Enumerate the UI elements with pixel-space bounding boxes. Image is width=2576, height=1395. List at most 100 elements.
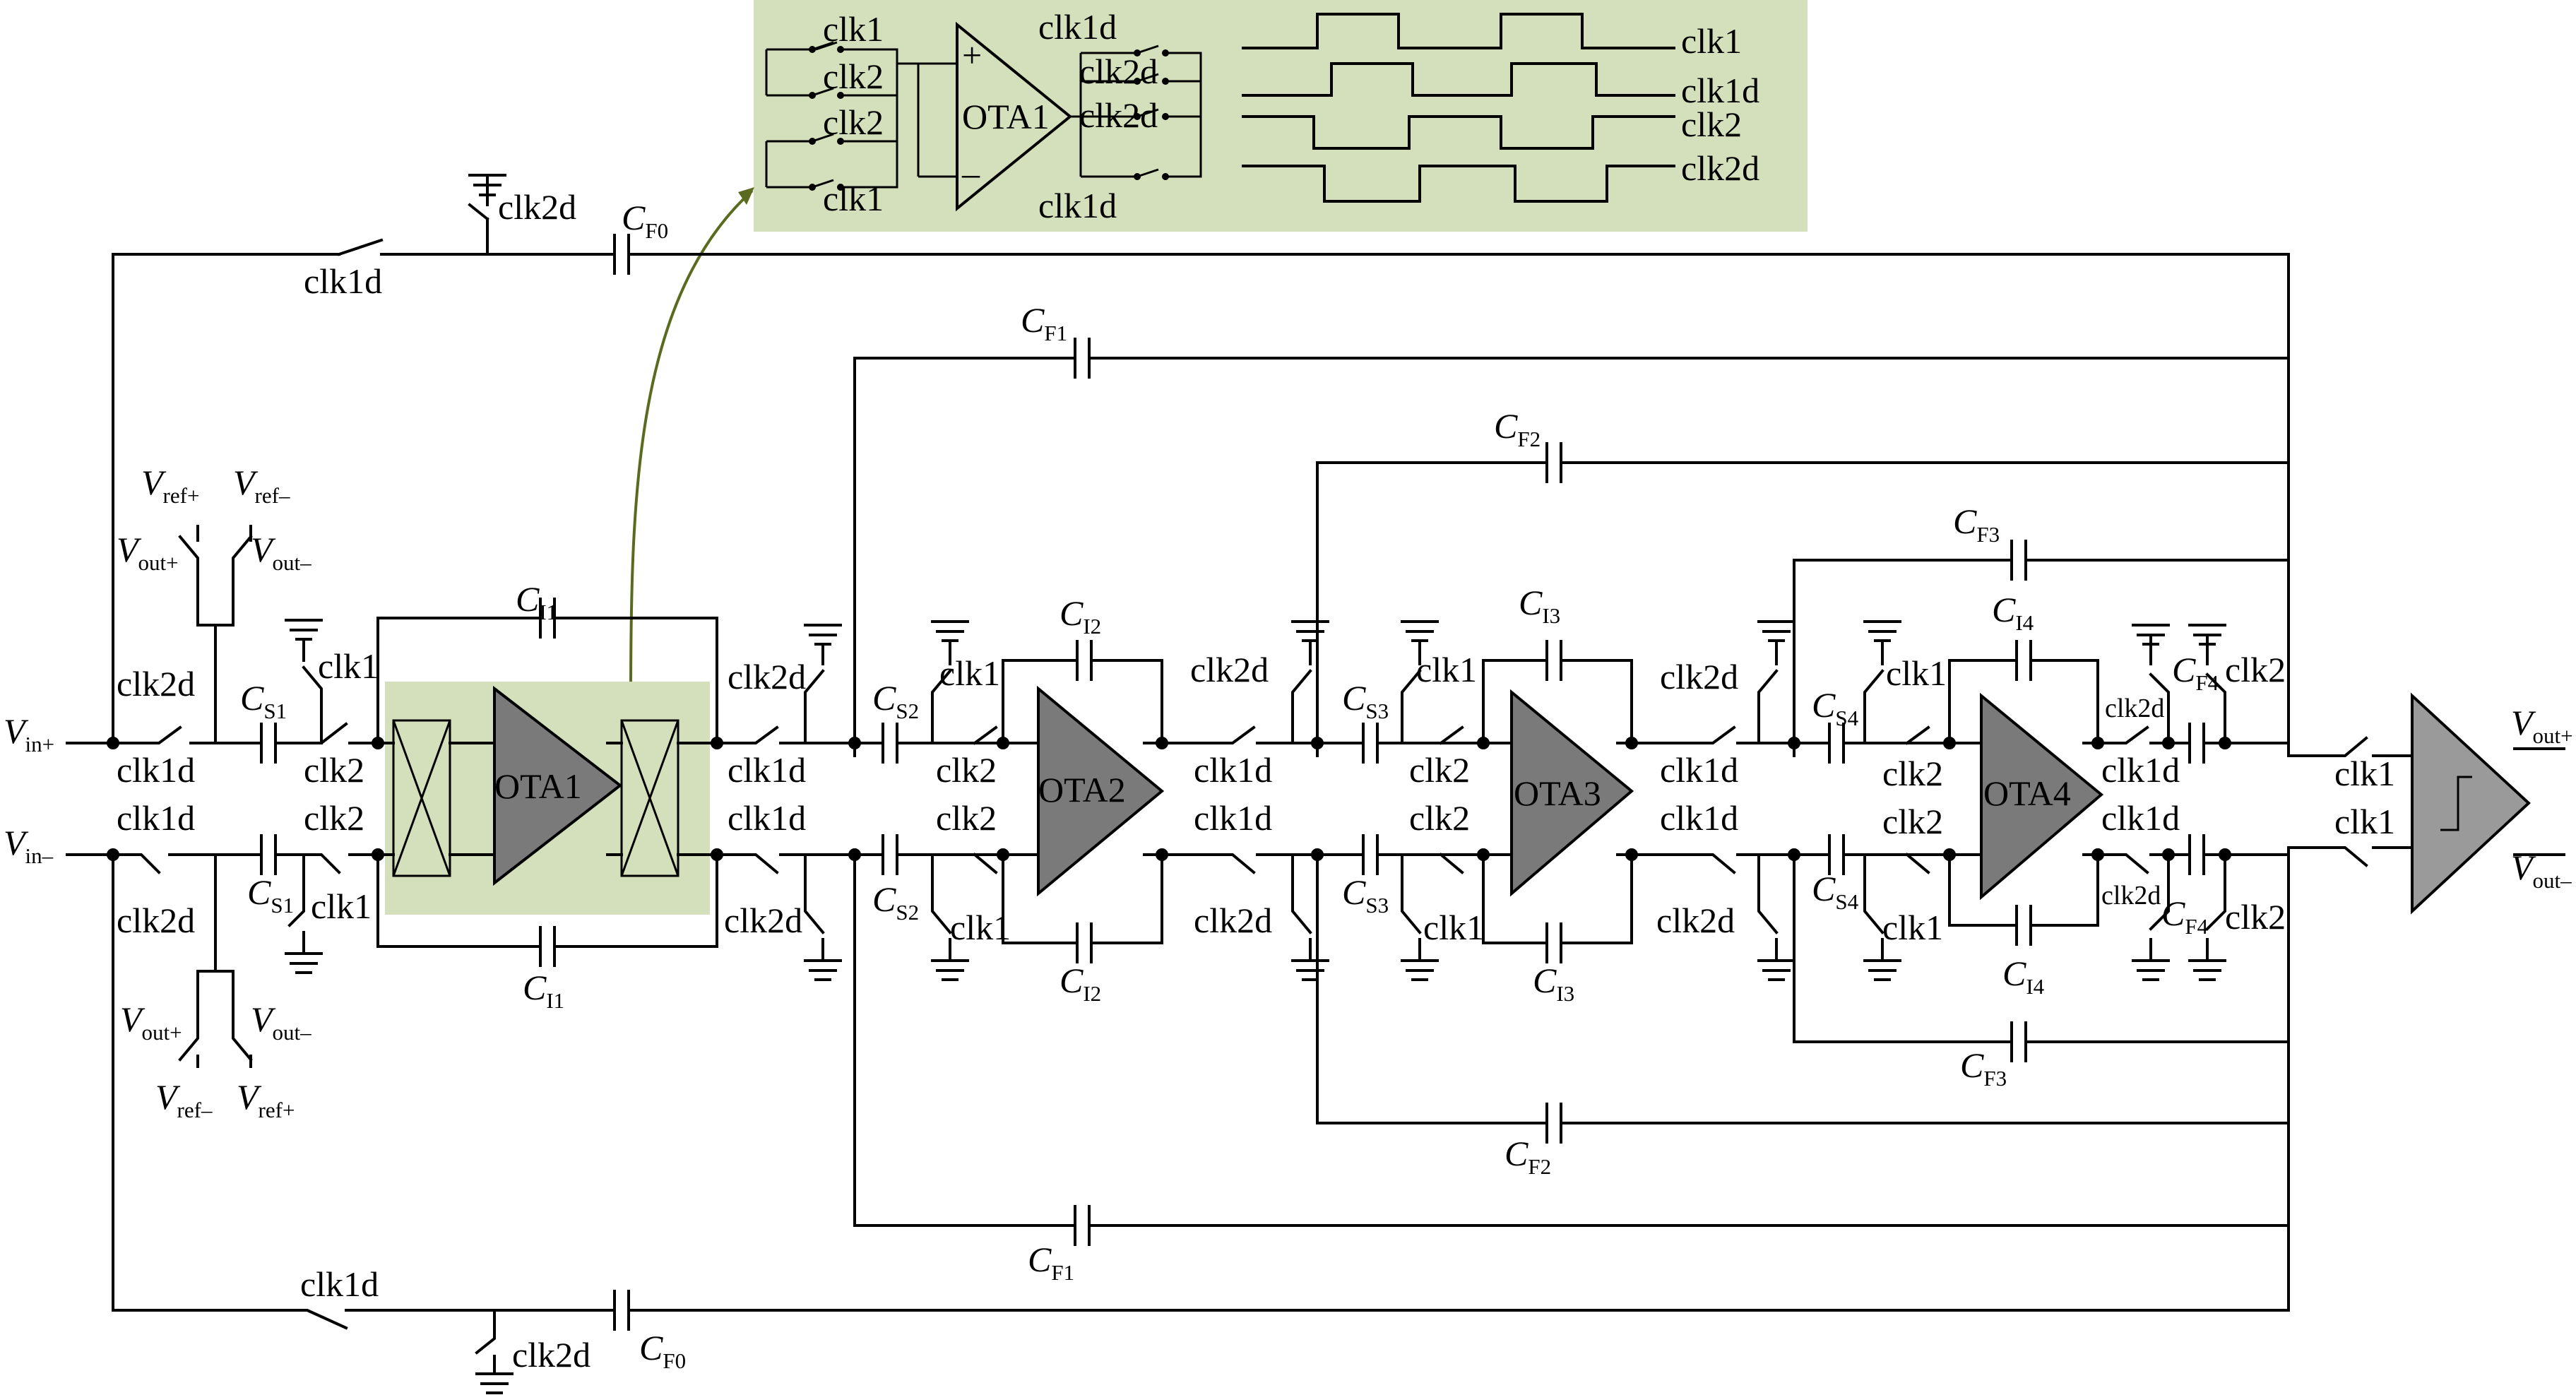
vout-plus-label: Vout+: [2511, 703, 2573, 748]
clk-label-clk1d-cf0-top: clk1d: [304, 261, 382, 301]
inset-minus-sign: –: [961, 153, 980, 193]
clk-label-s3o-bottom-clk2d: clk2d: [1656, 901, 1735, 940]
cap-ci3-bottom-label: CI3: [1533, 961, 1574, 1006]
clk-label-s4o-top-clk2d: clk2d: [2105, 694, 2164, 723]
clk-label-s3-bottom-clk2: clk2: [1409, 798, 1470, 838]
inset-ota-symbol: [956, 21, 1073, 212]
cap-cf1-bottom-label: CF1: [1028, 1240, 1074, 1285]
ota2-symbol: [1037, 685, 1165, 897]
ota4-symbol: [1980, 692, 2104, 901]
ota1-label: OTA1: [494, 766, 582, 806]
clk-label-comp-bottom-clk1: clk1: [2334, 802, 2395, 841]
cap-cs4-bottom-label: CS4: [1812, 869, 1859, 914]
cap-ci2-bottom-label: CI2: [1060, 961, 1101, 1006]
clk-label-s4-bottom-clk1: clk1: [1882, 908, 1943, 947]
feedback-network: [112, 174, 2290, 1394]
clk-label-s3-top-clk2: clk2: [1409, 750, 1470, 790]
clk-label-clk2d-cf0-top: clk2d: [498, 187, 576, 227]
clk-label-s1-bottom-clk1d: clk1d: [728, 798, 806, 838]
inset-callout-arrowhead: [738, 187, 754, 205]
inset-ota-label: OTA1: [962, 97, 1050, 136]
inset-switch-label-r4: clk1d: [1038, 186, 1117, 225]
vref-plus-top-label: Vref+: [141, 463, 199, 508]
clk-label-s2-bottom-clk1: clk1: [950, 908, 1011, 947]
clk-label-s4-top-clk2: clk2: [1882, 754, 1943, 793]
inset-panel: OTA1 + – clk1 clk2 clk2 clk1 clk1d clk2d: [754, 0, 1808, 232]
signal-path: [66, 525, 2565, 1068]
clk-label-in-top-clk2d: clk2d: [117, 664, 195, 704]
vref-minus-top-label: Vref–: [233, 463, 290, 508]
cap-cf2-top-label: CF2: [1494, 406, 1541, 451]
clk-label-s1-top-clk2d: clk2d: [728, 657, 806, 696]
clk-label-in-bottom-clk1: clk1: [311, 886, 372, 926]
clk-label-s4o-bottom-clk2d: clk2d: [2101, 881, 2161, 910]
cap-cs1-top-label: CS1: [240, 678, 287, 723]
vref-minus-bottom-label: Vref–: [155, 1077, 213, 1122]
clk-label-s2o-top-clk2d: clk2d: [1190, 650, 1269, 689]
vout-minus-top-label: Vout–: [251, 530, 311, 575]
clk-label-s3-top-clk1: clk1: [1416, 650, 1477, 689]
ota2-label: OTA2: [1038, 770, 1126, 809]
text-labels: Vin+ Vin– Vout+ Vout– Vref+ Vref– Vout+ …: [4, 187, 2573, 1375]
ota4-label: OTA4: [1983, 773, 2071, 813]
inset-switch-label-l4: clk1: [823, 179, 884, 218]
comparator-symbol: [2411, 692, 2531, 915]
cap-cf3-top-label: CF3: [1953, 501, 2000, 547]
clk-label-in-top-clk1: clk1: [318, 646, 379, 686]
clk-label-s2-top-clk2: clk2: [936, 750, 997, 790]
clk-label-in-top-clk1d: clk1d: [117, 750, 195, 790]
clk-label-clk2d-cf0-bottom: clk2d: [512, 1335, 590, 1375]
inset-callout-arrow: [629, 189, 754, 700]
clk-label-s4-top-clk1: clk1: [1886, 653, 1947, 693]
cap-cs3-top-label: CS3: [1342, 678, 1389, 723]
cap-cf3-bottom-label: CF3: [1960, 1045, 2007, 1091]
clk-label-s3o-bottom-clk1d: clk1d: [1660, 798, 1738, 838]
vref-plus-bottom-label: Vref+: [237, 1077, 295, 1122]
clock-timing-diagram: clk1 clk1d clk2 clk2d: [1242, 13, 1759, 203]
clk-label-s3-bottom-clk1: clk1: [1423, 908, 1484, 947]
clk-label-s1-bottom-clk2d: clk2d: [724, 901, 802, 940]
vout-plus-bottom-label: Vout+: [120, 999, 182, 1045]
cap-cs3-bottom-label: CS3: [1342, 872, 1389, 918]
clk-label-s2-top-clk1: clk1: [939, 653, 1000, 693]
inset-switch-label-r1: clk1d: [1038, 7, 1117, 47]
clk-label-in-bottom-clk1d: clk1d: [117, 798, 195, 838]
inset-switch-label-l1: clk1: [823, 9, 884, 49]
clk-label-in-top-clk2: clk2: [304, 750, 364, 790]
timing-label-clk1: clk1: [1681, 21, 1742, 61]
inset-switch-label-l2: clk2: [823, 57, 884, 96]
cap-cf0-bottom-label: CF0: [639, 1328, 686, 1373]
inset-switch-label-l3: clk2: [823, 102, 884, 142]
cap-cf4-top-label: CF4: [2172, 650, 2219, 695]
clk-label-s2-bottom-clk2: clk2: [936, 798, 997, 838]
clk-label-s2o-bottom-clk1d: clk1d: [1194, 798, 1272, 838]
clk-label-cf4-top-clk2: clk2: [2225, 650, 2286, 689]
cap-cf0-top-label: CF0: [622, 198, 668, 243]
ota3-symbol: [1510, 689, 1634, 897]
cap-ci1-bottom-label: CI1: [523, 968, 564, 1013]
cap-ci2-top-label: CI2: [1060, 593, 1101, 639]
clk-label-cf4-bottom-clk2: clk2: [2225, 897, 2286, 937]
vout-minus-label: Vout–: [2511, 848, 2572, 893]
inset-switch-label-r3: clk2d: [1079, 95, 1158, 135]
vin-plus-label: Vin+: [4, 711, 54, 756]
timing-label-clk2: clk2: [1681, 105, 1742, 144]
cap-cs1-bottom-label: CS1: [247, 872, 294, 918]
clk-label-s2o-bottom-clk2d: clk2d: [1194, 901, 1272, 940]
cap-cf1-top-label: CF1: [1021, 300, 1067, 345]
timing-label-clk2d: clk2d: [1681, 148, 1759, 188]
cap-cs2-top-label: CS2: [872, 678, 919, 723]
vout-plus-top-label: Vout+: [117, 530, 179, 575]
clk-label-s3o-top-clk1d: clk1d: [1660, 750, 1738, 790]
timing-label-clk1d: clk1d: [1681, 71, 1759, 110]
clk-label-s4o-bottom-clk1d: clk1d: [2101, 798, 2180, 838]
cap-cf4-bottom-label: CF4: [2161, 894, 2209, 939]
cap-cf2-bottom-label: CF2: [1504, 1134, 1551, 1179]
clk-label-s1-top-clk1d: clk1d: [728, 750, 806, 790]
clk-label-in-bottom-clk2d: clk2d: [117, 901, 195, 940]
cap-ci1-top-label: CI1: [516, 579, 557, 624]
clk-label-comp-top-clk1: clk1: [2334, 754, 2395, 793]
vout-minus-bottom-label: Vout–: [251, 999, 311, 1045]
inset-plus-sign: +: [962, 35, 982, 75]
